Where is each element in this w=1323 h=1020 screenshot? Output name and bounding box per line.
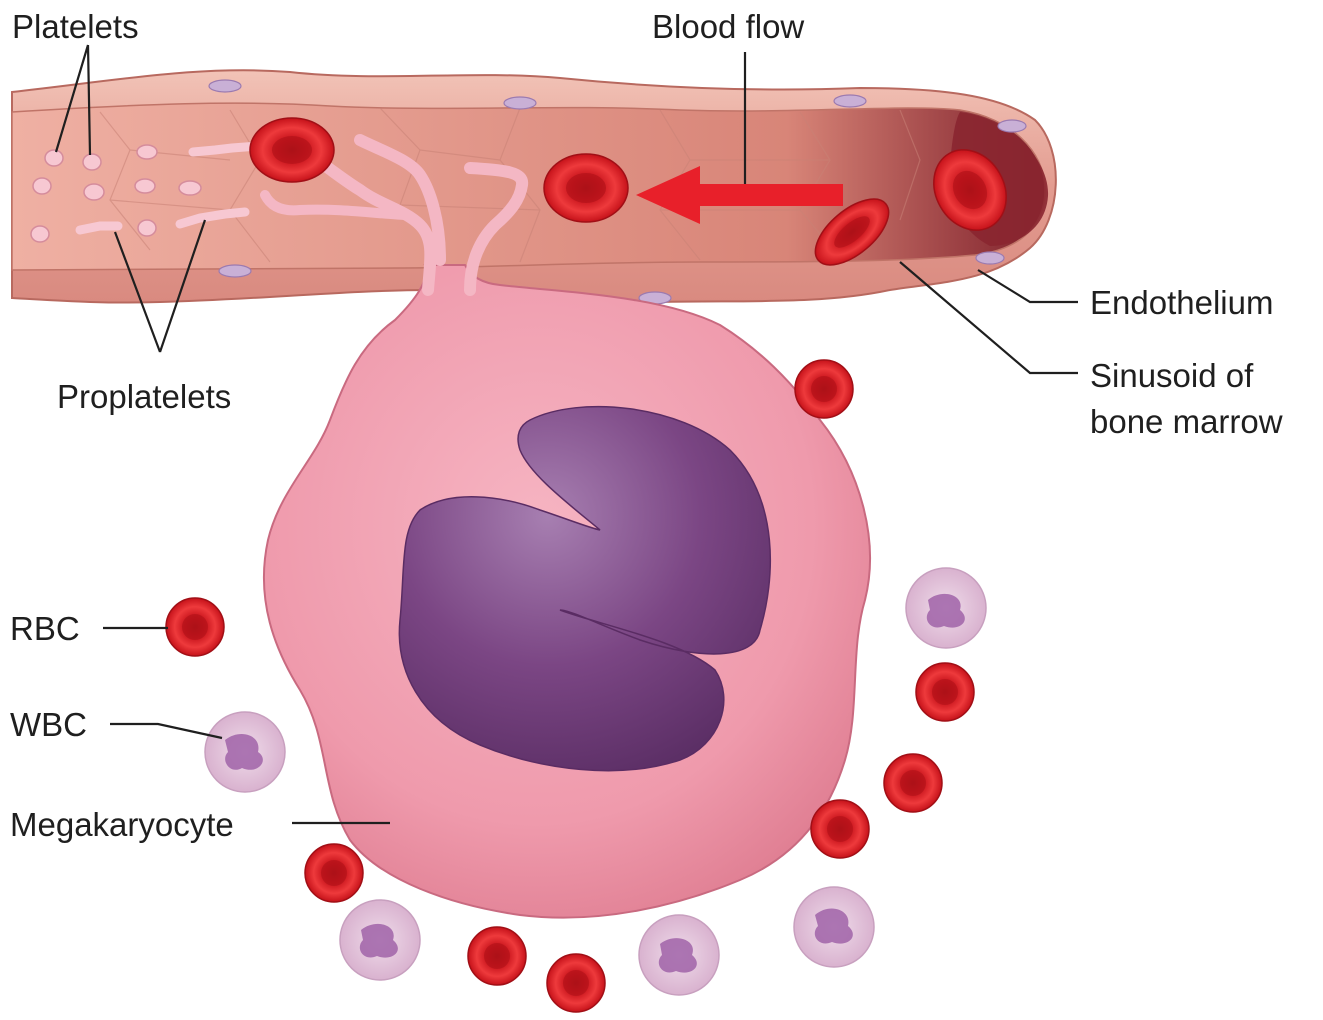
vessel-lumen (11, 102, 1046, 271)
platelet (137, 219, 157, 237)
platelet (30, 225, 50, 243)
rbc (810, 799, 870, 859)
megakaryocyte-nucleus (398, 405, 772, 772)
rbc (543, 153, 629, 223)
platelets-label: Platelets (12, 8, 139, 45)
wbc-label: WBC (10, 706, 87, 743)
rbc (304, 843, 364, 903)
proplatelets-leader (113, 219, 207, 353)
proplatelet (175, 207, 250, 229)
wbc (793, 886, 875, 968)
platelet (83, 183, 105, 201)
proplatelets-group (75, 141, 263, 235)
endothelium-leader (977, 269, 1078, 304)
platelet (136, 144, 158, 160)
sinusoid-label-line1: Sinusoid of (1090, 357, 1254, 394)
sinusoid-vessel (11, 69, 1057, 305)
platelet (32, 177, 52, 195)
wbc (638, 914, 720, 996)
platelet (178, 180, 202, 196)
platelet (82, 153, 102, 171)
rbc (467, 926, 527, 986)
rbc (546, 953, 606, 1013)
platelets-leader (54, 44, 92, 156)
rbc (883, 753, 943, 813)
platelet (44, 149, 64, 167)
rbc (794, 359, 854, 419)
rbc (933, 149, 1007, 231)
wbc (339, 899, 421, 981)
wbc (204, 711, 286, 793)
proplatelet (188, 141, 263, 157)
wbc-leader (110, 722, 223, 740)
platelets-group (30, 144, 202, 243)
proplatelet-stalk (294, 134, 529, 296)
endothelial-nuclei (208, 79, 1027, 305)
labels: Platelets Blood flow Proplatelets Endoth… (10, 8, 1283, 843)
blood-flow-label: Blood flow (652, 8, 804, 45)
platelet (134, 178, 156, 194)
megakaryocyte-label: Megakaryocyte (10, 806, 234, 843)
rbc (249, 117, 335, 183)
rbc (814, 198, 890, 266)
proplatelets-label: Proplatelets (57, 378, 231, 415)
proplatelet-branch (260, 190, 410, 220)
leader-lines (54, 44, 1078, 825)
rbc-label: RBC (10, 610, 80, 647)
proplatelet (75, 221, 123, 235)
blood-flow-arrow (636, 166, 843, 224)
rbc (915, 662, 975, 722)
rbc (165, 597, 225, 657)
megakaryocyte-cell (260, 127, 871, 919)
wbc (905, 567, 987, 649)
wbc-group (204, 567, 987, 996)
endothelium-label: Endothelium (1090, 284, 1273, 321)
sinusoid-leader (899, 261, 1078, 375)
rbc-group (165, 117, 1007, 1013)
sinusoid-label-line2: bone marrow (1090, 403, 1283, 440)
